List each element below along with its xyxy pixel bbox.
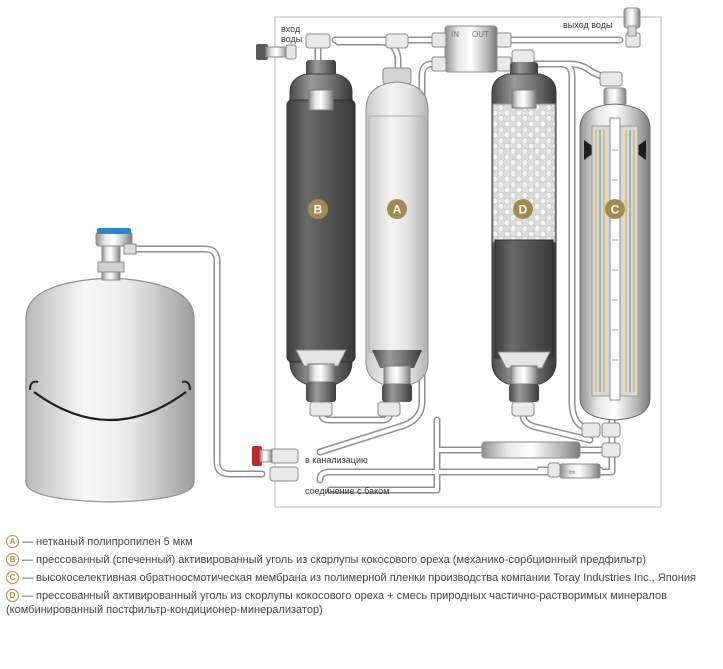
tank-connection-label: соединение с баком [305,486,389,496]
flow-restrictor: ⇦ [481,441,601,479]
filter-b-letter: B [314,203,323,217]
drain-valve[interactable] [252,446,273,466]
legend-text-b: — прессованный (спеченный) активированны… [22,554,646,566]
filter-c-letter: C [611,203,620,217]
legend-mark-c: C [6,571,19,584]
legend: A— нетканый полипропилен 5 мкм B— прессо… [6,535,718,621]
in-out-valve-block: IN OUT [444,25,498,73]
filter-a-badge: A [387,199,407,219]
tank-tap[interactable] [95,228,137,255]
out-label: OUT [472,30,489,39]
filter-d-badge: D [513,199,533,219]
in-label: IN [451,30,459,39]
filter-d-housing [491,62,557,402]
legend-text-a: — нетканый полипропилен 5 мкм [22,536,193,548]
filter-c-badge: C [605,199,625,219]
inlet-valve[interactable] [256,44,297,60]
fittings [269,32,641,482]
filter-a-letter: A [393,203,402,217]
water-out-label: выход воды [563,20,612,30]
legend-text-d: — прессованный активированный уголь из с… [6,590,667,616]
legend-item-b: B— прессованный (спеченный) активированн… [6,553,718,567]
drain-label: в канализацию [305,455,368,465]
legend-item-c: C— высокоселективная обратноосмотическая… [6,571,718,585]
outlet-fitting [623,7,641,37]
filter-d-letter: D [519,203,528,217]
legend-item-d: D— прессованный активированный уголь из … [6,589,718,617]
pipes [126,36,624,494]
filter-c-housing [579,87,651,421]
filter-b-housing [286,60,356,402]
legend-mark-a: A [6,535,19,548]
legend-mark-d: D [6,589,19,602]
legend-mark-b: B [6,553,19,566]
storage-tank [25,243,195,503]
legend-item-a: A— нетканый полипропилен 5 мкм [6,535,718,549]
filter-a-housing [365,67,429,402]
filter-b-badge: B [308,199,328,219]
check-valve-arrow-icon: ⇦ [568,467,576,477]
legend-text-c: — высокоселективная обратноосмотическая … [22,572,696,584]
